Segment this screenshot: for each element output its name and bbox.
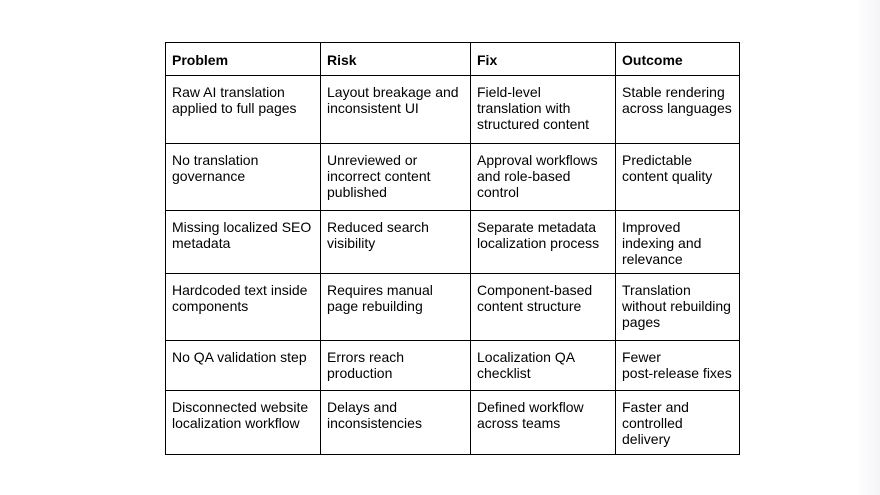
cell-text: post-release fixes — [622, 365, 732, 381]
cell-text: Hardcoded text inside — [172, 282, 308, 298]
header-risk: Risk — [320, 42, 471, 76]
cell-text: indexing and — [622, 235, 702, 251]
cell-text: content structure — [477, 298, 582, 314]
cell-text: Predictable — [622, 152, 693, 168]
cell-text: published — [327, 184, 387, 200]
cell-text: and role-based — [477, 168, 571, 184]
cell-text: structured content — [477, 116, 590, 132]
cell-text: governance — [172, 168, 246, 184]
cell-text: Requires manual — [327, 282, 433, 298]
header-fix: Fix — [470, 42, 616, 76]
cell-text: Defined workflow — [477, 399, 584, 415]
cell-text: Fewer — [622, 349, 661, 365]
cell-text: Unreviewed or — [327, 152, 418, 168]
cell-text: Component-based — [477, 282, 593, 298]
cell-text: localization process — [477, 235, 600, 251]
cell-text: Improved — [622, 219, 681, 235]
cell-text: Disconnected website — [172, 399, 309, 415]
cell-text: production — [327, 365, 393, 381]
cell-text: inconsistent UI — [327, 100, 419, 116]
problem-cell: No QA validation step — [165, 340, 321, 391]
cell-text: No translation — [172, 152, 259, 168]
cell-text: controlled — [622, 415, 683, 431]
cell-text: Field-level — [477, 84, 541, 100]
cell-text: Approval workflows — [477, 152, 598, 168]
cell-text: relevance — [622, 251, 683, 267]
cell-text: Faster and — [622, 399, 689, 415]
cell-text: content quality — [622, 168, 713, 184]
cell-text: Errors reach — [327, 349, 405, 365]
cell-text: metadata — [172, 235, 231, 251]
header-problem: Problem — [165, 42, 321, 76]
cell-text: delivery — [622, 431, 671, 447]
right-edge-shade — [856, 0, 880, 495]
cell-text: Missing localized SEO — [172, 219, 312, 235]
cell-text: without rebuilding — [622, 298, 731, 314]
cell-text: Reduced search — [327, 219, 429, 235]
cell-text: applied to full pages — [172, 100, 297, 116]
cell-text: incorrect content — [327, 168, 431, 184]
cell-text: visibility — [327, 235, 376, 251]
cell-text: across languages — [622, 100, 732, 116]
cell-text: components — [172, 298, 249, 314]
cell-text: Delays and — [327, 399, 398, 415]
cell-text: No QA validation step — [172, 349, 307, 365]
cell-text: across teams — [477, 415, 561, 431]
cell-text: checklist — [477, 365, 531, 381]
problem-risk-fix-outcome-table: Problem Risk Fix Outcome Raw AI translat… — [165, 42, 740, 455]
header-outcome: Outcome — [615, 42, 740, 76]
cell-text: Stable rendering — [622, 84, 725, 100]
table-header-row: Problem Risk Fix Outcome — [165, 42, 740, 76]
cell-text: pages — [622, 314, 661, 330]
cell-text: page rebuilding — [327, 298, 423, 314]
cell-text: Raw AI translation — [172, 84, 285, 100]
cell-text: inconsistencies — [327, 415, 422, 431]
cell-text: localization workflow — [172, 415, 300, 431]
cell-text: Localization QA — [477, 349, 576, 365]
cell-text: translation with — [477, 100, 571, 116]
cell-text: Layout breakage and — [327, 84, 459, 100]
cell-text: Translation — [622, 282, 691, 298]
cell-text: Separate metadata — [477, 219, 597, 235]
cell-text: control — [477, 184, 520, 200]
